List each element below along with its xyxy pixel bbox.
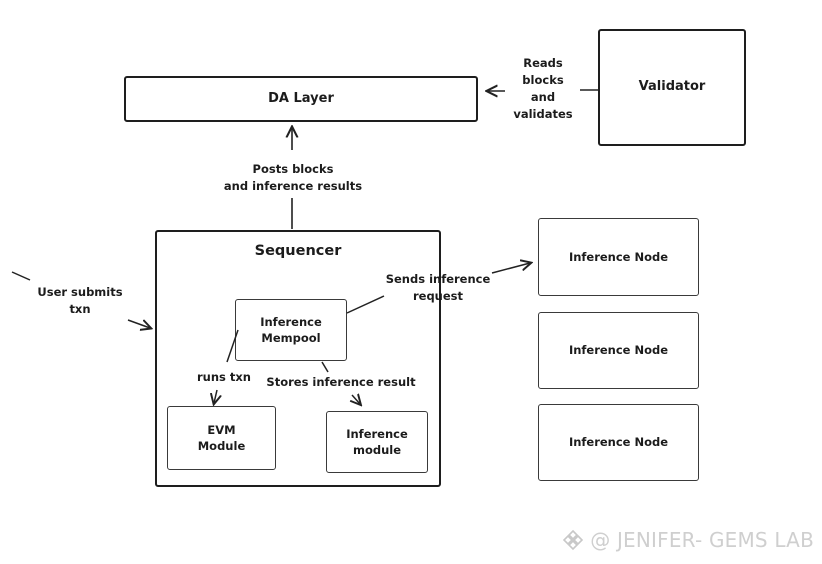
runs-txn-label: runs txn	[197, 370, 251, 384]
user-submits-line-1: User submits	[37, 285, 123, 299]
inference-node-1-box: Inference Node	[538, 218, 699, 296]
sequencer-title: Sequencer	[254, 243, 342, 259]
evm-module-line-1: EVM	[207, 422, 236, 437]
inference-node-3-label: Inference Node	[568, 435, 669, 450]
posts-blocks-line-2: and inference results	[223, 179, 363, 193]
reads-blocks-line-4: validates	[513, 107, 573, 121]
user-submits-label: User submits txn	[30, 284, 130, 318]
inference-node-1-label: Inference Node	[568, 249, 669, 264]
watermark: @ JENIFER- GEMS LAB	[562, 528, 814, 552]
sends-inference-label: Sends inference request	[378, 271, 498, 305]
reads-blocks-line-2: blocks	[522, 73, 564, 87]
inference-module-line-2: module	[352, 443, 402, 457]
watermark-text: @ JENIFER- GEMS LAB	[590, 528, 814, 552]
posts-blocks-label: Posts blocks and inference results	[212, 161, 374, 195]
evm-module-box: EVM Module	[167, 406, 276, 470]
inference-mempool-box: Inference Mempool	[235, 299, 347, 361]
user-submits-line-2: txn	[69, 302, 91, 316]
reads-blocks-line-3: and	[530, 90, 556, 104]
validator-box: Validator	[598, 29, 746, 146]
reads-blocks-line-1: Reads	[523, 56, 563, 70]
validator-label: Validator	[638, 79, 706, 95]
inference-node-2-label: Inference Node	[568, 343, 669, 358]
inference-node-3-box: Inference Node	[538, 404, 699, 481]
user-submits-line	[11, 271, 31, 281]
sends-inference-line-2: request	[412, 289, 464, 303]
da-layer-box: DA Layer	[124, 76, 478, 122]
da-layer-label: DA Layer	[268, 90, 334, 106]
inference-module-box: Inference module	[326, 411, 428, 473]
inference-node-2-box: Inference Node	[538, 312, 699, 389]
posts-blocks-line-1: Posts blocks	[252, 162, 334, 176]
inference-mempool-line-1: Inference	[260, 314, 322, 329]
inference-mempool-line-2: Mempool	[261, 331, 321, 345]
user-submits-arrow	[127, 319, 150, 328]
inference-module-line-1: Inference	[346, 426, 408, 441]
sends-inference-line-1: Sends inference	[385, 272, 491, 286]
reads-blocks-label: Reads blocks and validates	[508, 55, 578, 123]
stores-result-label: Stores inference result	[266, 375, 416, 389]
evm-module-line-2: Module	[197, 439, 246, 453]
diamond-logo-icon	[563, 529, 584, 551]
